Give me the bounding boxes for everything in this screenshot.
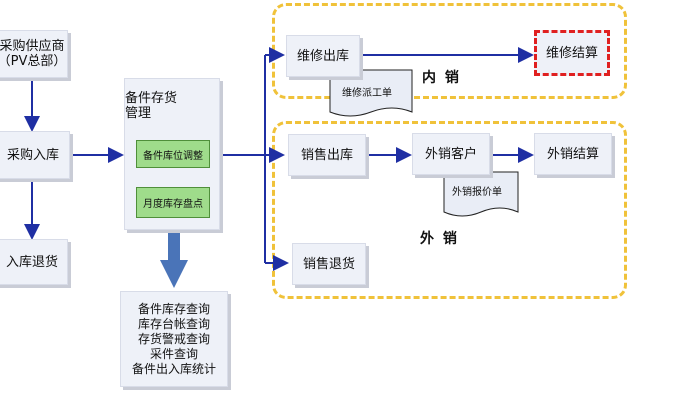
- big-down-arrow: [160, 230, 188, 288]
- report-item: 备件库存查询: [137, 301, 210, 316]
- external-settle-label: 外销结算: [546, 146, 599, 162]
- supplier-label: 采购供应商: [0, 39, 65, 54]
- inventory-mgmt-label: 备件存货: [125, 91, 178, 106]
- repair-out-label: 维修出库: [296, 48, 349, 64]
- sales-out-node: 销售出库: [288, 134, 366, 176]
- repair-settle-node: 维修结算: [534, 30, 610, 76]
- return-in-label: 入库退货: [5, 254, 58, 270]
- report-item: 采件查询: [149, 346, 198, 361]
- external-sales-group: [272, 121, 627, 299]
- sales-return-label: 销售退货: [302, 256, 355, 272]
- sales-out-label: 销售出库: [300, 147, 353, 163]
- return-in-node: 入库退货: [0, 239, 68, 285]
- reports-node: 备件库存查询 库存台帐查询 存货警戒查询 采件查询 备件出入库统计: [120, 291, 228, 387]
- repair-out-node: 维修出库: [286, 35, 360, 77]
- report-item: 存货警戒查询: [137, 331, 210, 346]
- internal-sales-label: 内 销: [422, 70, 461, 86]
- external-quote-label: 外销报价单: [452, 187, 502, 198]
- external-quote-doc-shape: [443, 171, 519, 217]
- repair-order-label: 维修派工单: [342, 88, 392, 99]
- location-adjust-node: 备件库位调整: [136, 140, 210, 168]
- supplier-node: 采购供应商 （PV总部）: [0, 30, 68, 78]
- external-sales-label: 外 销: [420, 231, 459, 247]
- report-item: 备件出入库统计: [131, 361, 216, 376]
- purchase-in-node: 采购入库: [0, 131, 70, 179]
- external-settle-node: 外销结算: [534, 133, 612, 175]
- location-adjust-label: 备件库位调整: [143, 150, 203, 162]
- repair-order-doc-shape: [329, 69, 413, 117]
- inventory-mgmt-sublabel: 管理: [125, 106, 152, 121]
- monthly-count-node: 月度库存盘点: [136, 187, 210, 218]
- monthly-count-label: 月度库存盘点: [143, 199, 203, 210]
- supplier-sublabel: （PV总部）: [0, 54, 67, 69]
- repair-settle-label: 维修结算: [545, 45, 598, 61]
- sales-return-node: 销售退货: [292, 243, 366, 285]
- external-customer-node: 外销客户: [412, 133, 490, 175]
- report-item: 库存台帐查询: [137, 316, 210, 331]
- external-customer-label: 外销客户: [424, 146, 477, 162]
- purchase-in-label: 采购入库: [6, 147, 59, 163]
